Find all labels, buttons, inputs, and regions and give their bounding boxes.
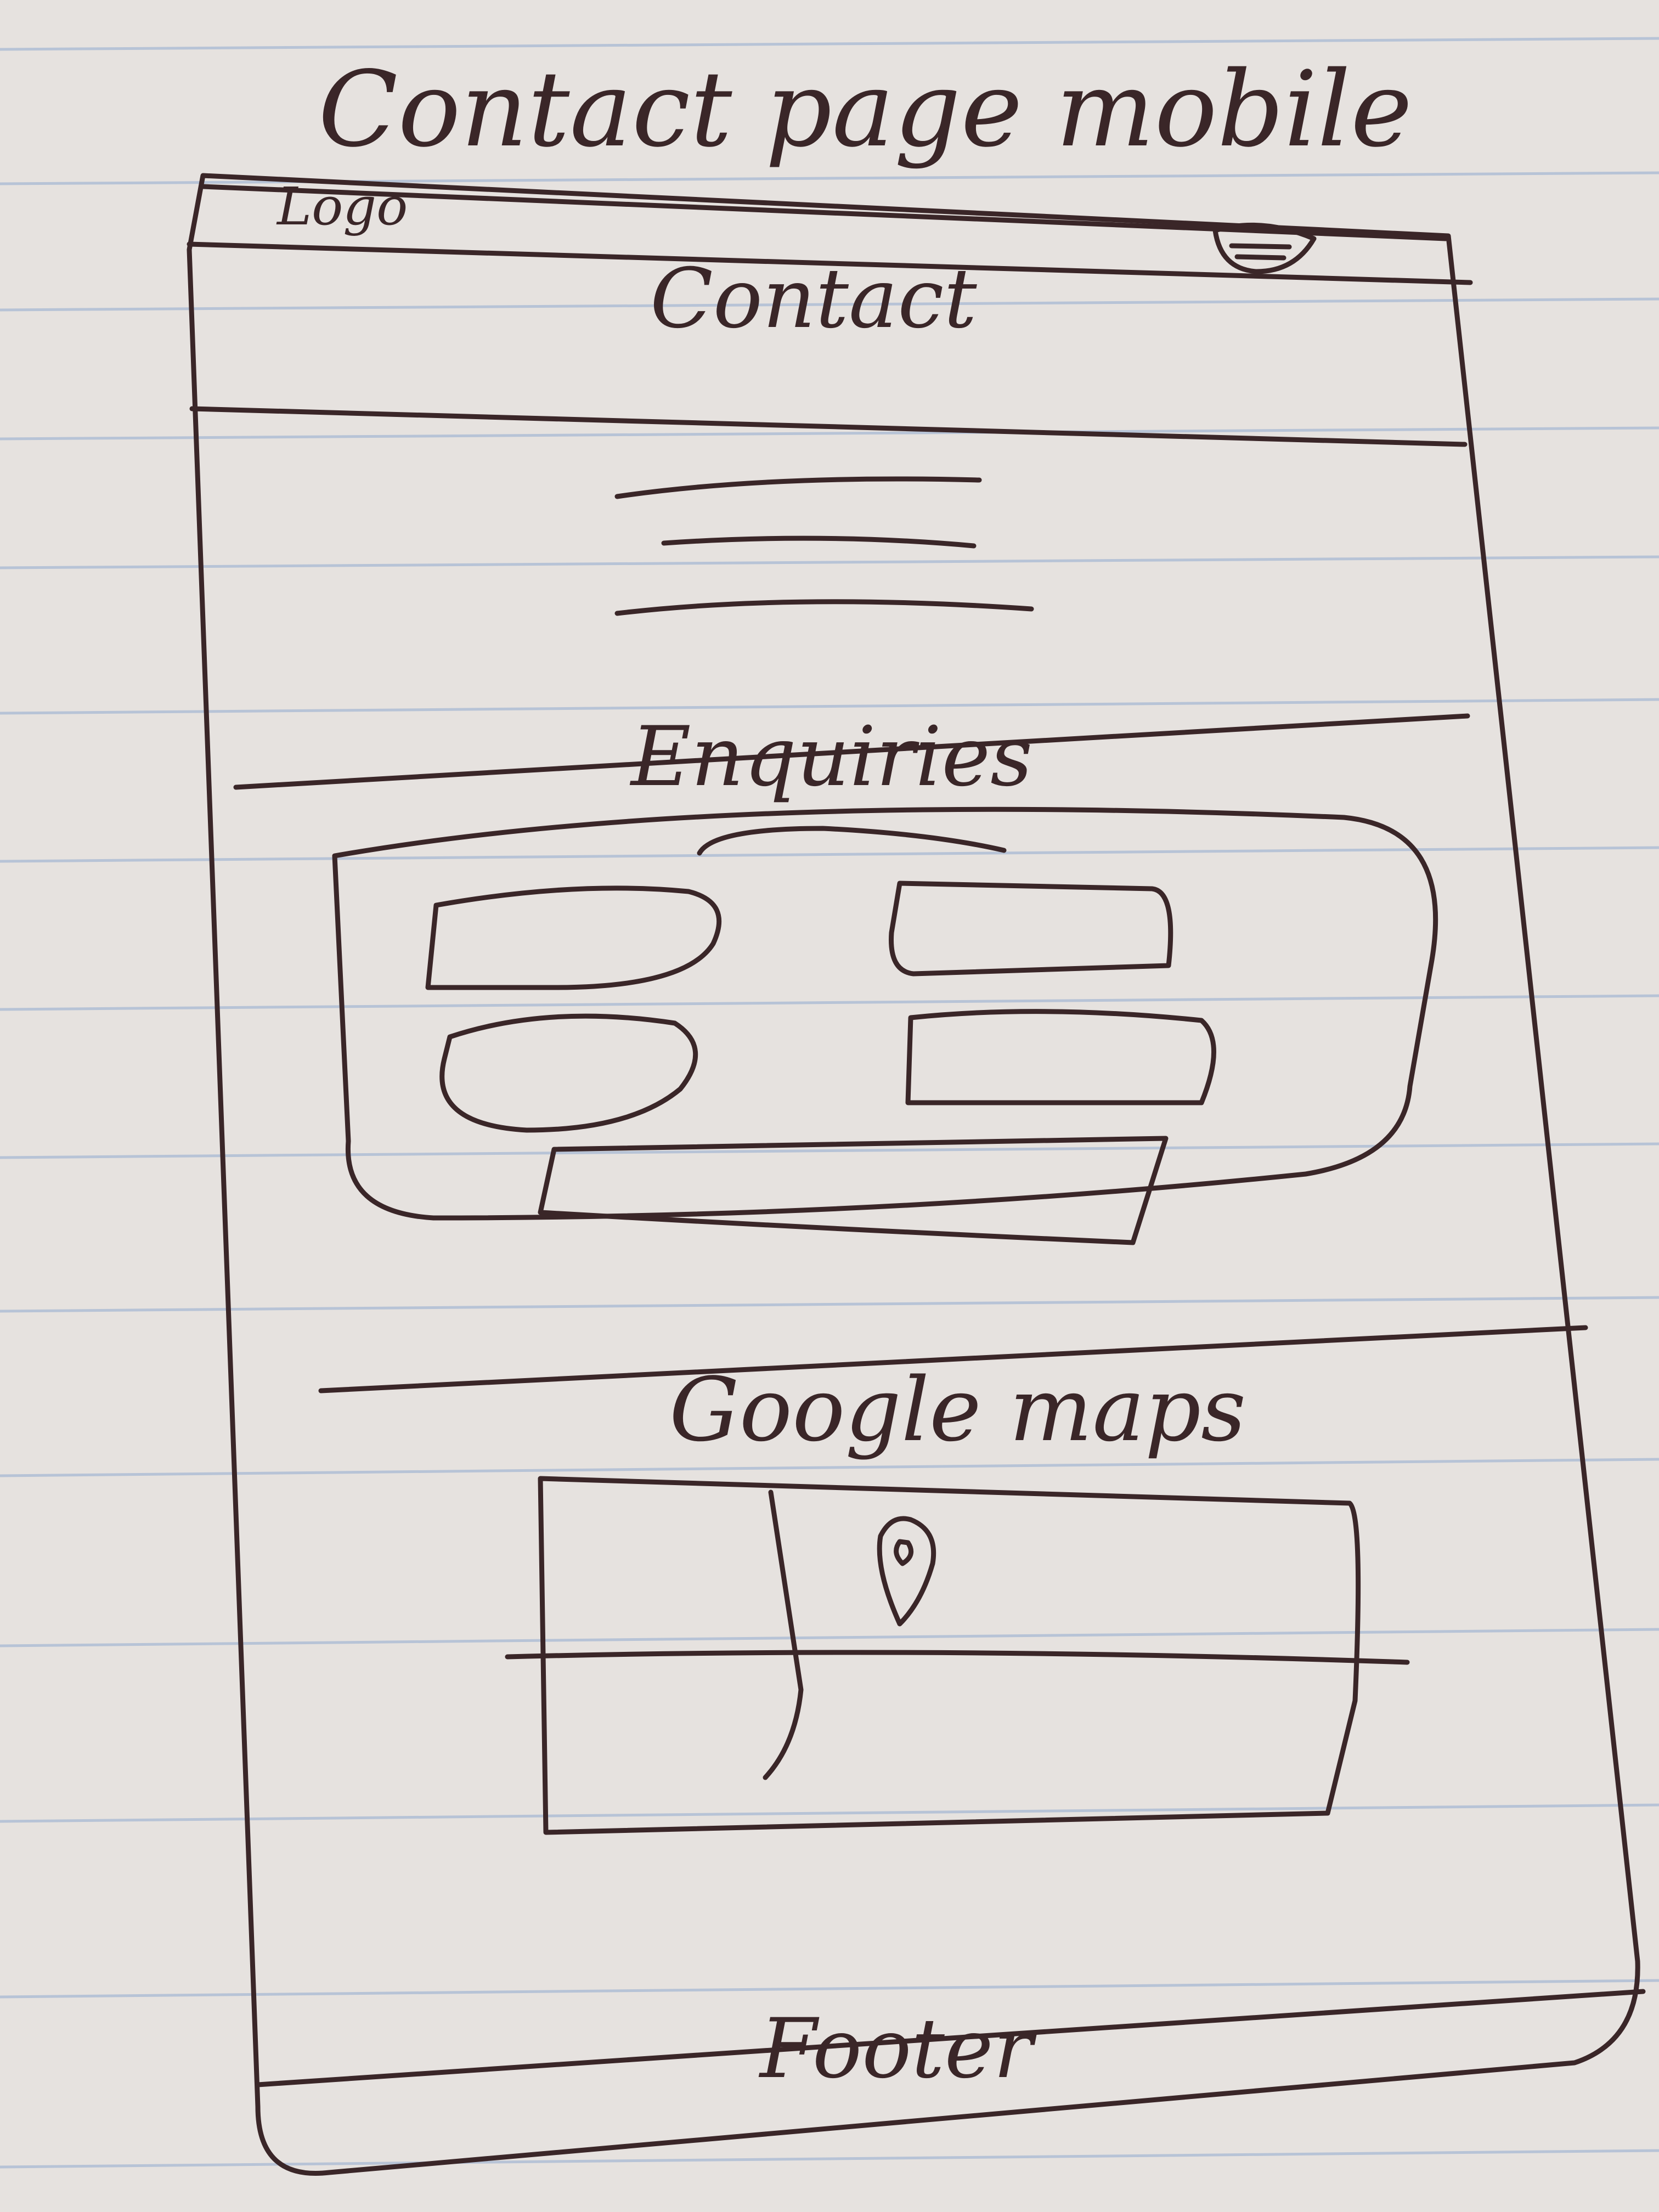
contact-text-line-1 [614, 476, 982, 499]
contact-text-line-3 [614, 599, 1034, 616]
enquiry-form-container [332, 806, 1438, 1221]
logo: Logo [277, 177, 408, 237]
page-title: Contact page mobile [318, 49, 1413, 170]
form-field-1 [425, 885, 722, 990]
map-road-vertical [763, 1489, 804, 1780]
enquiry-form-heading-line [697, 826, 1007, 856]
header-top-divider [200, 184, 1448, 241]
map-container [538, 1476, 1361, 1835]
form-field-2 [889, 881, 1173, 977]
submit-button [538, 1136, 1169, 1245]
form-field-4 [905, 1009, 1216, 1105]
footer-divider [255, 1989, 1646, 2087]
enquiries-section-divider [233, 713, 1470, 790]
contact-section-divider [189, 406, 1468, 447]
contact-heading: Contact [650, 251, 977, 347]
map-pin-icon [877, 1516, 936, 1627]
map-road-horizontal [505, 1650, 1410, 1665]
form-field-3 [439, 1013, 698, 1133]
header-bottom-divider [187, 241, 1473, 285]
notebook-rule-lines [0, 37, 1659, 2169]
phone-frame [187, 173, 1640, 2176]
contact-text-line-2 [661, 535, 977, 549]
google-maps-heading: Google maps [669, 1358, 1246, 1461]
footer-label: Footer [760, 2001, 1033, 2097]
maps-section-divider [318, 1325, 1588, 1393]
enquiries-heading: Enquiries [631, 709, 1033, 805]
hamburger-menu-icon [1212, 222, 1317, 274]
